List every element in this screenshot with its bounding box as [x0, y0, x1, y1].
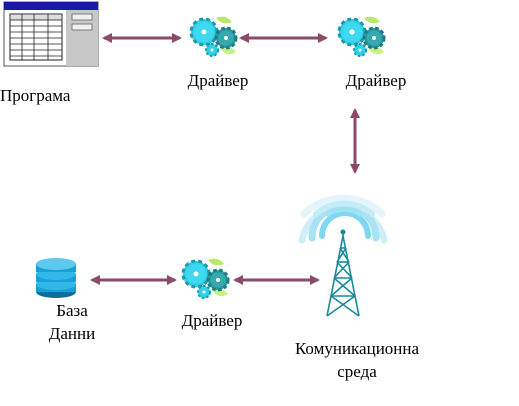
database-label-line1: База [56, 301, 88, 320]
medium-label-line1: Комуникационна [294, 339, 420, 358]
medium-label: Комуникационна среда [262, 337, 452, 383]
database-icon [36, 258, 76, 298]
medium-label-line2: среда [337, 362, 377, 381]
gears-icon [189, 15, 238, 58]
database-label-line2: Данни [48, 324, 96, 343]
driver-label-text: Драйвер [181, 311, 243, 330]
driver-label-bottom: Драйвер [162, 309, 262, 332]
gears-icon [337, 15, 386, 58]
program-label: Програма [0, 84, 90, 107]
driver-label-top-right: Драйвер [326, 69, 426, 92]
program-label-text: Програма [0, 86, 71, 105]
application-window-icon [3, 1, 99, 67]
driver-label-text: Драйвер [187, 71, 249, 90]
radio-tower-icon [298, 194, 388, 317]
driver-label-top-left: Драйвер [168, 69, 268, 92]
driver-label-text: Драйвер [345, 71, 407, 90]
database-label: База Данни [22, 299, 122, 345]
gears-icon [181, 257, 230, 300]
